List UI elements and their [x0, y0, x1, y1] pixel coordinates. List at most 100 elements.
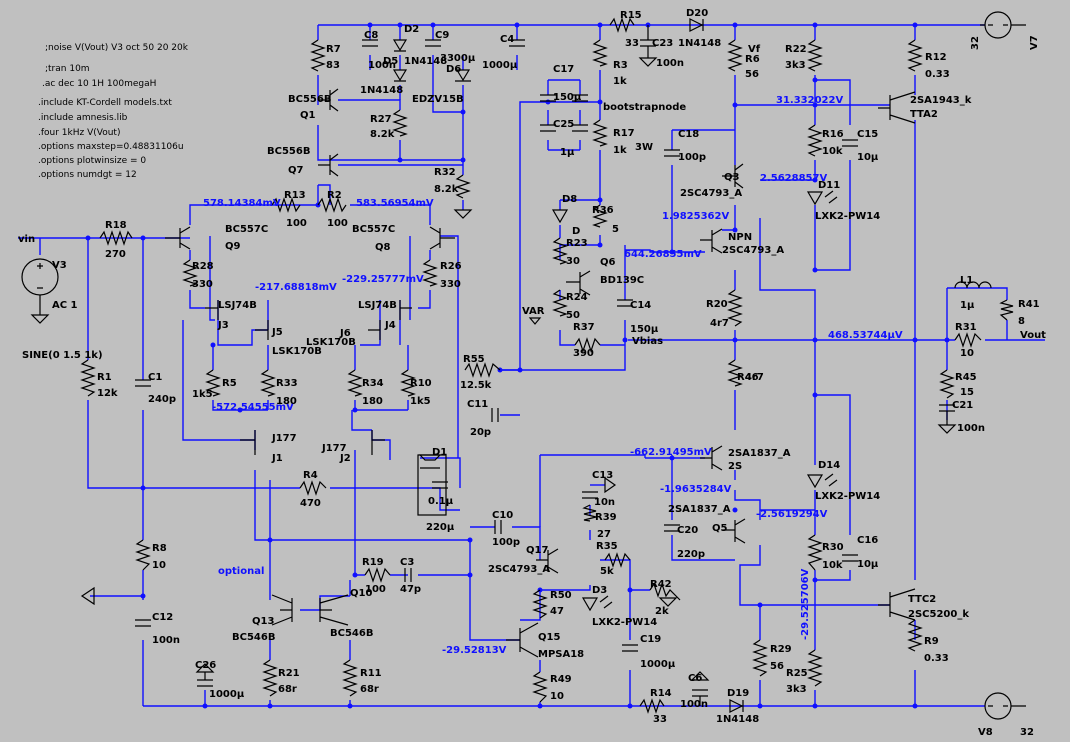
net-label: 3W	[635, 142, 653, 153]
net-label: vin	[18, 234, 35, 245]
component-value: LSJ74B	[218, 300, 257, 311]
component-name: D20	[686, 8, 708, 19]
component-value: 150µ	[553, 92, 582, 103]
component-value: 10n	[594, 497, 615, 508]
component-name: R41	[1018, 299, 1040, 310]
component-value: 220p	[677, 549, 705, 560]
component-value: BC557C	[225, 224, 268, 235]
component-value: 100p	[492, 537, 520, 548]
component-name: R39	[595, 512, 617, 523]
capacitor-symbols	[135, 25, 955, 706]
component-name: C1	[148, 372, 162, 383]
component-name: R6	[745, 54, 760, 65]
net-label: VAR	[522, 306, 545, 317]
component-labels: R7 83 C8 100n D2 D5 1N4148 1N4148 C9 330…	[97, 8, 1040, 725]
component-value: 20p	[470, 427, 491, 438]
transistor-symbols	[165, 88, 916, 658]
component-name: R42	[650, 579, 672, 590]
component-value: 1k	[613, 145, 627, 156]
component-name: Q6	[600, 257, 616, 268]
source-spec: SINE(0 1.5 1k)	[22, 350, 103, 361]
component-name: R29	[770, 644, 792, 655]
component-name: Q3	[724, 172, 740, 183]
component-value: 330	[440, 279, 461, 290]
component-name: Q10	[350, 588, 372, 599]
node-voltage: -662.91495mV	[630, 447, 712, 458]
component-name: R50	[550, 590, 572, 601]
component-value: 0.1µ	[428, 496, 454, 507]
source-name: V7	[1029, 35, 1040, 50]
component-value: 1µ	[560, 147, 575, 158]
component-name: C6	[688, 673, 702, 684]
component-name: D6	[446, 64, 461, 75]
component-name: R2	[327, 190, 342, 201]
component-name: R15	[620, 10, 642, 21]
node-voltage: -1.9635284V	[660, 484, 732, 495]
component-name: 2S	[728, 461, 742, 472]
component-name: Q9	[225, 241, 241, 252]
component-name: R20	[706, 299, 728, 310]
junctions	[85, 22, 950, 709]
component-value: 3300µ	[440, 53, 476, 64]
component-value: 100n	[957, 423, 985, 434]
directive: .ac dec 10 1H 100megaH	[42, 79, 156, 89]
component-name: R25	[786, 668, 808, 679]
node-voltage: 583.56954mV	[356, 198, 434, 209]
component-name: J1	[271, 453, 283, 464]
component-value: LXK2-PW14	[815, 491, 880, 502]
component-name: D5	[383, 56, 398, 67]
component-name: C23	[652, 38, 673, 49]
node-voltage: -229.25777mV	[342, 274, 424, 285]
component-name: R13	[284, 190, 306, 201]
component-name: NPN	[728, 232, 752, 243]
component-value: 83	[326, 60, 340, 71]
node-voltage: -217.68818mV	[255, 282, 337, 293]
component-value: EDZV15B	[412, 94, 464, 105]
component-name: TTA2	[910, 109, 938, 120]
component-name: R36	[592, 205, 614, 216]
component-value: 27	[597, 529, 611, 540]
component-name: R46	[737, 372, 759, 383]
component-name: C26	[195, 660, 216, 671]
inductor-symbols	[954, 281, 992, 289]
node-voltage: -2.5619294V	[756, 509, 828, 520]
component-name: R31	[955, 322, 977, 333]
component-value: 4r7	[745, 372, 764, 383]
component-value: 150µ	[630, 324, 659, 335]
component-name: J4	[384, 320, 396, 331]
component-value: 33	[625, 38, 639, 49]
component-name: R16	[822, 129, 844, 140]
source-symbols	[21, 11, 1026, 720]
component-value: 1k5	[410, 396, 431, 407]
component-value: 0.33	[924, 653, 949, 664]
component-name: D11	[818, 180, 840, 191]
component-name: R55	[463, 354, 485, 365]
net-label: Vbias	[632, 336, 663, 347]
node-voltage: -29.525706V	[800, 568, 811, 640]
component-name: R9	[924, 636, 939, 647]
component-value: 10k	[822, 560, 843, 571]
component-value: BC557C	[352, 224, 395, 235]
component-value: LXK2-PW14	[815, 211, 880, 222]
component-name: R18	[105, 220, 127, 231]
component-value: 50	[566, 310, 580, 321]
component-name: C20	[677, 525, 698, 536]
component-value: 2SA1837_A	[668, 504, 731, 515]
net-label: optional	[218, 566, 264, 577]
component-name: C16	[857, 535, 878, 546]
net-label: Vf	[748, 44, 761, 55]
diode-symbols	[392, 18, 838, 713]
component-name: D3	[592, 585, 607, 596]
source-value: 32	[970, 36, 981, 50]
component-value: 1N4148	[404, 56, 447, 67]
component-value: 10µ	[857, 152, 879, 163]
component-value: 47	[550, 606, 564, 617]
component-name: C19	[640, 634, 661, 645]
component-value: 33	[653, 714, 667, 725]
directive: .options plotwinsize = 0	[38, 156, 146, 166]
component-value: 8.2k	[434, 184, 459, 195]
component-name: R34	[362, 378, 384, 389]
component-name: J5	[271, 327, 283, 338]
directive: .include KT-Cordell models.txt	[38, 98, 172, 108]
